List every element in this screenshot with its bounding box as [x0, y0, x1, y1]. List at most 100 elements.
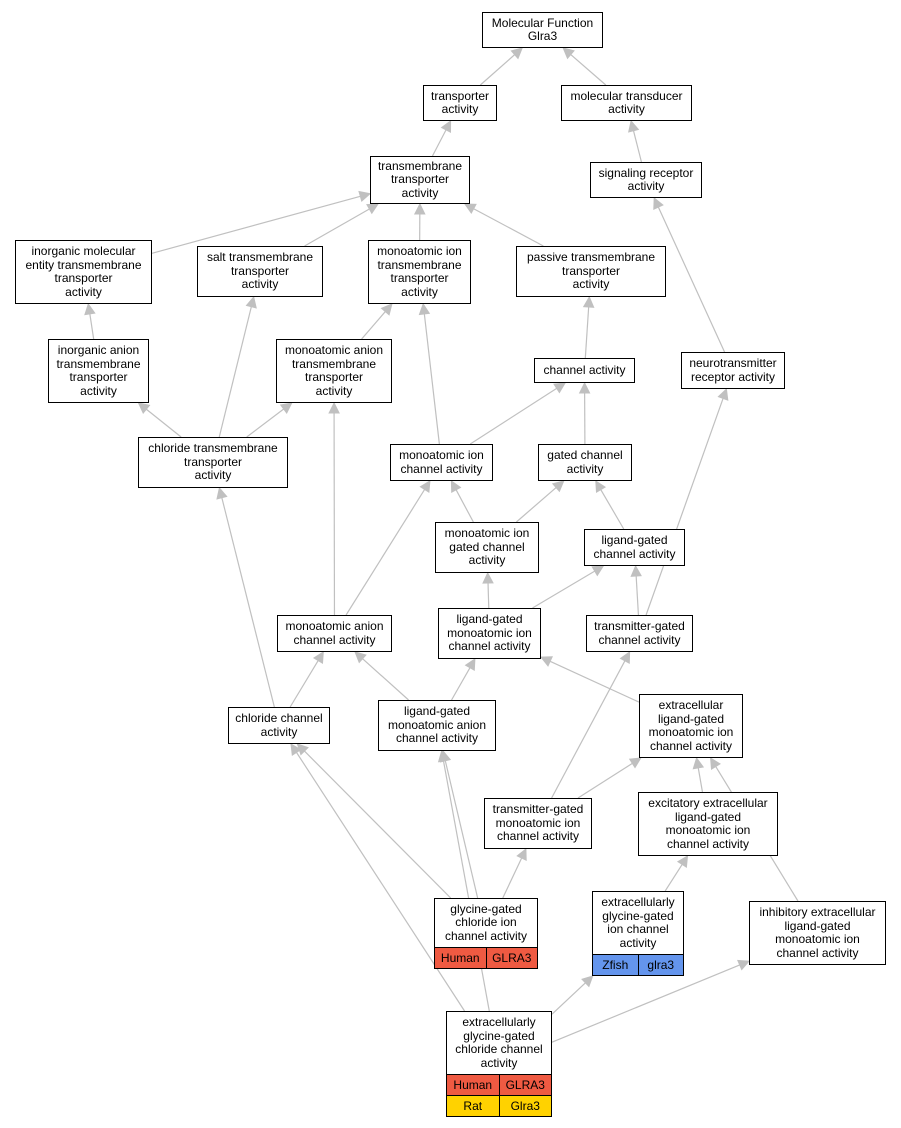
node-ligand-gated-monoatomic-ion: ligand-gated monoatomic ion channel acti… — [438, 608, 541, 659]
gene-cell: glra3 — [637, 955, 683, 975]
species-cell: Rat — [447, 1096, 499, 1116]
node-label: extracellularly glycine-gated chloride c… — [455, 1015, 543, 1070]
edge-line — [473, 208, 544, 247]
node-label: monoatomic ion channel activity — [399, 448, 484, 476]
edge-arrowhead — [419, 480, 431, 493]
edge-line — [551, 964, 740, 1043]
node-label: channel activity — [543, 362, 626, 377]
edge-arrowhead — [595, 480, 607, 494]
node-transmitter-gated-channel: transmitter-gated channel activity — [586, 615, 693, 652]
edge-arrowhead — [463, 203, 477, 215]
edge-arrowhead — [628, 757, 642, 769]
edge-line — [295, 752, 466, 1012]
edge-line — [221, 497, 275, 708]
node-label: monoatomic ion transmembrane transporter… — [377, 244, 462, 299]
node-label: glycine-gated chloride ion channel activ… — [444, 901, 528, 943]
node-label: signaling receptor activity — [598, 165, 694, 193]
node-glycine-gated-chloride: glycine-gated chloride ion channel activ… — [434, 898, 538, 969]
edge-arrowhead — [628, 119, 640, 133]
edge-arrowhead — [437, 749, 450, 763]
edge-arrowhead — [562, 47, 575, 60]
edge-line — [657, 206, 726, 353]
edge-line — [577, 762, 633, 799]
node-label: transmembrane transporter activity — [377, 158, 463, 200]
edge-line — [151, 195, 361, 254]
node-label: ligand-gated monoatomic ion channel acti… — [447, 612, 532, 654]
edge-arrowhead — [516, 847, 527, 862]
edge-line — [89, 313, 95, 340]
node-label: transmitter-gated channel activity — [594, 619, 685, 647]
node-transporter-activity: transporter activity — [423, 85, 497, 121]
edge-line — [487, 582, 490, 609]
gene-row: Human GLRA3 — [435, 947, 537, 968]
edge-arrowhead — [676, 855, 689, 868]
edge-arrowhead — [581, 975, 594, 988]
edge-arrowhead — [582, 295, 595, 308]
edge-line — [479, 54, 516, 86]
node-label: inorganic anion transmembrane transporte… — [56, 343, 141, 398]
edge-line — [304, 208, 370, 247]
edge-arrowhead — [710, 757, 721, 770]
node-extracellularly-glycine-gated-ion: extracellularly glycine-gated ion channe… — [592, 891, 684, 976]
node-monoatomic-ion-gated-channel: monoatomic ion gated channel activity — [435, 522, 539, 573]
node-label: neurotransmitter receptor activity — [689, 356, 777, 384]
node-transmitter-gated-monoatomic-ion: transmitter-gated monoatomic ion channel… — [484, 798, 592, 849]
edge-line — [451, 667, 471, 701]
node-label: chloride transmembrane transporter activ… — [148, 441, 278, 483]
edge-arrowhead — [418, 302, 431, 316]
edge-arrowhead — [137, 402, 151, 415]
edge-line — [362, 658, 409, 701]
edge-line — [431, 129, 447, 157]
gene-cell: GLRA3 — [485, 948, 537, 968]
edge-arrowhead — [358, 190, 372, 203]
node-label: excitatory extracellular ligand-gated mo… — [648, 796, 768, 851]
node-gated-channel: gated channel activity — [538, 444, 632, 481]
node-salt-transmembrane: salt transmembrane transporter activity — [197, 246, 323, 297]
edge-arrowhead — [216, 486, 228, 500]
edge-line — [635, 575, 640, 616]
edge-line — [516, 487, 557, 523]
node-inorganic-anion: inorganic anion transmembrane transporte… — [48, 339, 149, 403]
node-label: passive transmembrane transporter activi… — [526, 250, 656, 292]
edge-arrowhead — [551, 480, 565, 493]
gene-row: Human GLRA3 — [447, 1074, 551, 1095]
edge-line — [289, 660, 319, 708]
node-chloride-channel: chloride channel activity — [228, 707, 330, 744]
node-transmembrane-transporter-activity: transmembrane transporter activity — [370, 156, 470, 204]
gene-cell: GLRA3 — [498, 1075, 551, 1095]
edge-arrowhead — [450, 480, 462, 494]
edge-line — [444, 760, 479, 899]
edge-arrowhead — [279, 402, 293, 414]
node-monoatomic-ion-transmembrane: monoatomic ion transmembrane transporter… — [368, 240, 471, 304]
edge-arrowhead — [553, 382, 567, 394]
edge-line — [551, 660, 626, 799]
node-monoatomic-anion-channel: monoatomic anion channel activity — [277, 615, 392, 652]
edge-line — [469, 387, 557, 445]
node-monoatomic-anion-transmembrane: monoatomic anion transmembrane transport… — [276, 339, 392, 403]
node-label: extracellular ligand-gated monoatomic io… — [648, 698, 734, 753]
edge-line — [551, 982, 586, 1015]
node-label: ligand-gated channel activity — [593, 533, 676, 561]
edge-line — [246, 408, 285, 438]
edge-line — [145, 408, 182, 438]
node-neurotransmitter-receptor: neurotransmitter receptor activity — [681, 352, 785, 389]
edge-line — [345, 489, 426, 616]
edge-arrowhead — [464, 658, 476, 672]
edge-line — [570, 54, 607, 86]
node-ligand-gated-monoatomic-anion: ligand-gated monoatomic anion channel ac… — [378, 700, 496, 751]
gene-row: Zfish glra3 — [593, 954, 683, 975]
edge-arrowhead — [84, 302, 96, 316]
edge-arrowhead — [510, 47, 524, 60]
edge-arrowhead — [619, 651, 631, 665]
node-label: inorganic molecular entity transmembrane… — [25, 244, 142, 299]
node-label: molecular transducer activity — [570, 88, 683, 116]
node-label: salt transmembrane transporter activity — [206, 250, 314, 292]
node-label: transporter activity — [430, 88, 490, 116]
node-ligand-gated-channel: ligand-gated channel activity — [584, 529, 685, 566]
node-monoatomic-ion-channel: monoatomic ion channel activity — [390, 444, 493, 481]
edge-line — [584, 306, 590, 359]
edge-line — [442, 760, 490, 1012]
node-inhibitory-extracellular: inhibitory extracellular ligand-gated mo… — [749, 901, 886, 965]
edge-line — [423, 313, 440, 445]
edge-arrowhead — [366, 203, 379, 215]
